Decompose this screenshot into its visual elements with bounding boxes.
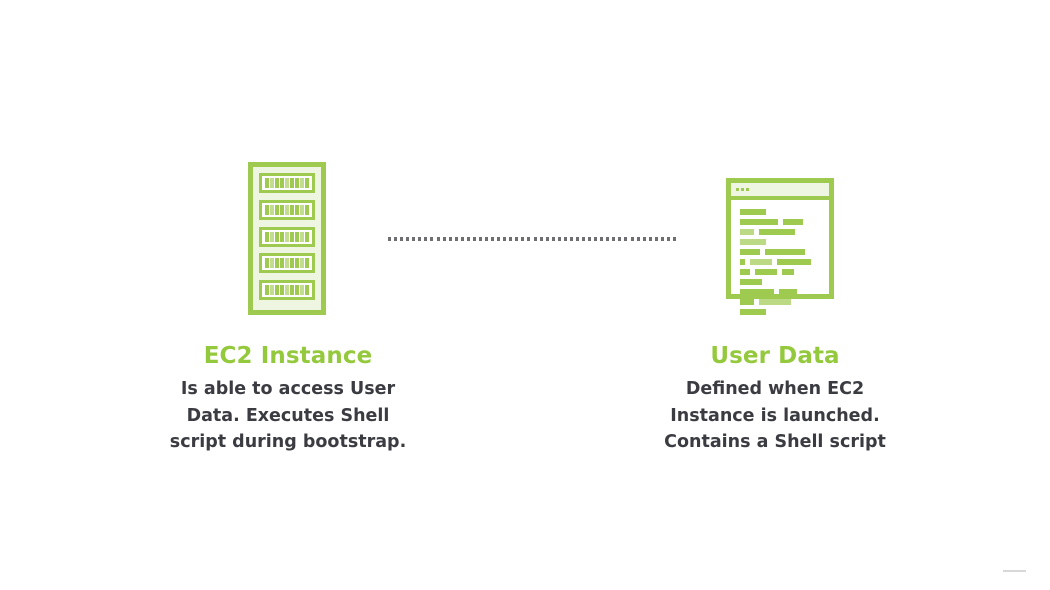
node-ec2-instance: EC2 Instance Is able to access User Data… (118, 343, 458, 456)
rack-slot (259, 253, 315, 274)
node-user-data: User Data Defined when EC2 Instance is l… (610, 343, 940, 456)
window-dot-icon (741, 188, 744, 191)
window-dot-icon (736, 188, 739, 191)
rack-slot (259, 280, 315, 300)
node-description-line: script during bootstrap. (169, 432, 407, 453)
node-description-line: Instance is launched. (670, 405, 880, 426)
node-description-ec2-instance: Is able to access User Data. Executes Sh… (118, 369, 458, 456)
node-description-user-data: Defined when EC2 Instance is launched. C… (610, 369, 940, 456)
node-description-line: Is able to access User (180, 379, 396, 400)
node-description-line: Defined when EC2 (685, 379, 865, 400)
code-window-icon (726, 178, 834, 315)
code-window-body (731, 200, 829, 315)
rack-slot (259, 199, 315, 220)
window-dot-icon (746, 188, 749, 191)
node-title-ec2-instance: EC2 Instance (203, 343, 373, 369)
node-description-line: Contains a Shell script (664, 432, 886, 453)
rack-slot (259, 226, 315, 247)
node-description-line: Data. Executes Shell (186, 405, 390, 426)
node-title-user-data: User Data (710, 343, 840, 369)
dotted-connection-line (388, 237, 676, 241)
server-rack-icon (248, 162, 326, 315)
rack-slot (259, 173, 315, 193)
code-window-titlebar (731, 183, 829, 200)
page-artifact-rule (1003, 570, 1026, 572)
